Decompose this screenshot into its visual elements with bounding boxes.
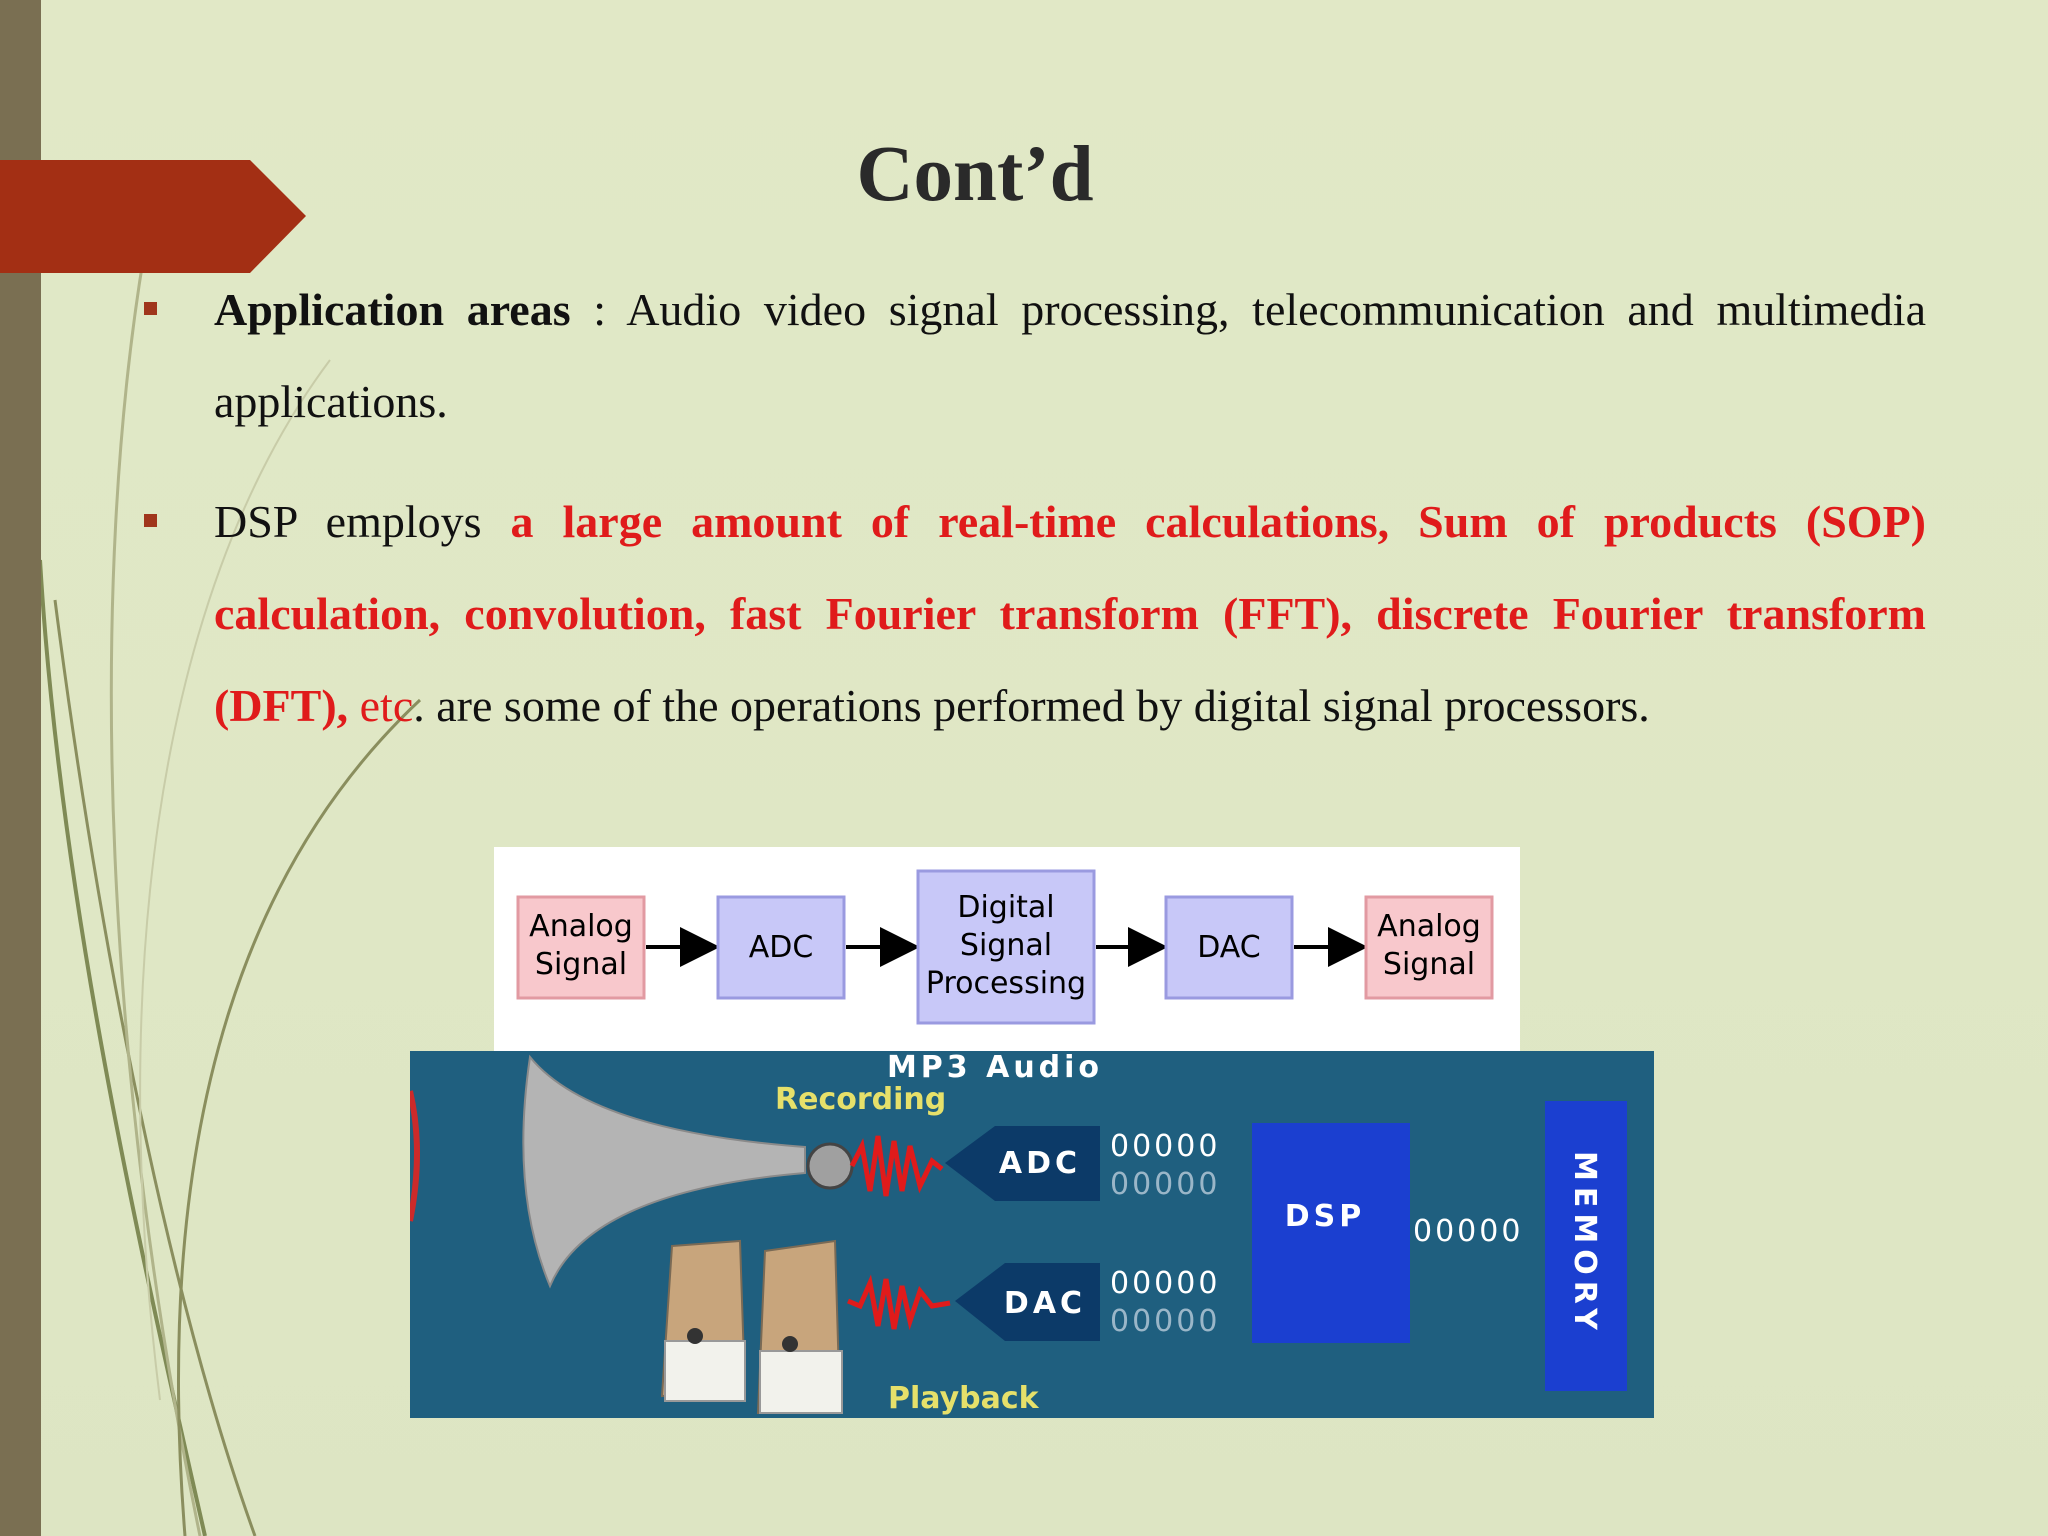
adc-converter-label: ADC [999,1146,1081,1181]
analog-signal-out-block [1364,895,1494,1000]
mp3-audio-diagram: MP3 Audio Recording ADC 00000 00000 DSP … [410,1051,1654,1418]
adc-bits-bottom: 00000 [1110,1167,1220,1202]
adc-block-label: ADC [749,930,814,965]
memory-bits: 00000 [1413,1214,1523,1249]
dsp-tail-text: . are some of the operations performed b… [413,680,1650,731]
dsp-lead-text: DSP employs [214,496,511,547]
bullet-dsp-operations: DSP employs a large amount of real-time … [214,476,1926,752]
dac-block-label: DAC [1197,930,1261,965]
adc-bits-top: 00000 [1110,1129,1220,1164]
bullet-marker [144,514,157,527]
dsp-block-label-2: Signal [960,928,1052,963]
recording-wave-icon [849,1135,944,1197]
playback-wave-icon [847,1274,951,1331]
analog-signal-out-label-2: Signal [1383,947,1475,982]
analog-signal-in-label-1: Analog [529,909,633,944]
dac-bits-bottom: 00000 [1110,1304,1220,1339]
recording-label: Recording [775,1082,946,1117]
dac-block [1164,895,1294,1000]
dac-converter-label: DAC [1004,1286,1086,1321]
playback-label: Playback [888,1381,1040,1416]
microphone-capsule-icon [806,1142,854,1190]
dsp-block-diagram: Analog Signal ADC Digital Signal Process… [494,847,1520,1051]
analog-signal-in-label-2: Signal [535,947,627,982]
memory-block [1545,1101,1627,1391]
microphone-horn-icon [522,1054,806,1289]
memory-label: MEMORY [1567,1151,1602,1336]
decorative-curves [38,219,422,1536]
dsp-processing-block [916,869,1096,1025]
mp3-title: MP3 Audio [887,1051,1103,1085]
dsp-etc-text: etc [348,680,414,731]
slide-title: Cont’d [856,131,1094,218]
analog-signal-out-label-1: Analog [1377,909,1481,944]
adc-converter-block [945,1126,1100,1201]
partial-wave-edge [410,1090,420,1222]
application-areas-text: Audio video signal processing, telecommu… [214,284,1926,427]
speakers-icon [660,1239,843,1415]
dsp-chip-label: DSP [1285,1199,1366,1234]
dsp-block-label-1: Digital [957,890,1054,925]
bullet-application-areas: Application areas : Audio video signal p… [214,264,1926,448]
dsp-block-label-3: Processing [926,966,1086,1001]
adc-block [716,895,846,1000]
bullet-marker [144,302,157,315]
application-areas-label: Application areas [214,284,571,335]
dsp-chip-block [1252,1123,1410,1343]
analog-signal-in-block [516,895,646,1000]
application-areas-separator: : [570,284,627,335]
title-arrow-tab [0,160,306,273]
dac-converter-block [955,1263,1100,1341]
dsp-highlight-text: a large amount of real-time calculations… [214,496,1926,731]
dac-bits-top: 00000 [1110,1266,1220,1301]
